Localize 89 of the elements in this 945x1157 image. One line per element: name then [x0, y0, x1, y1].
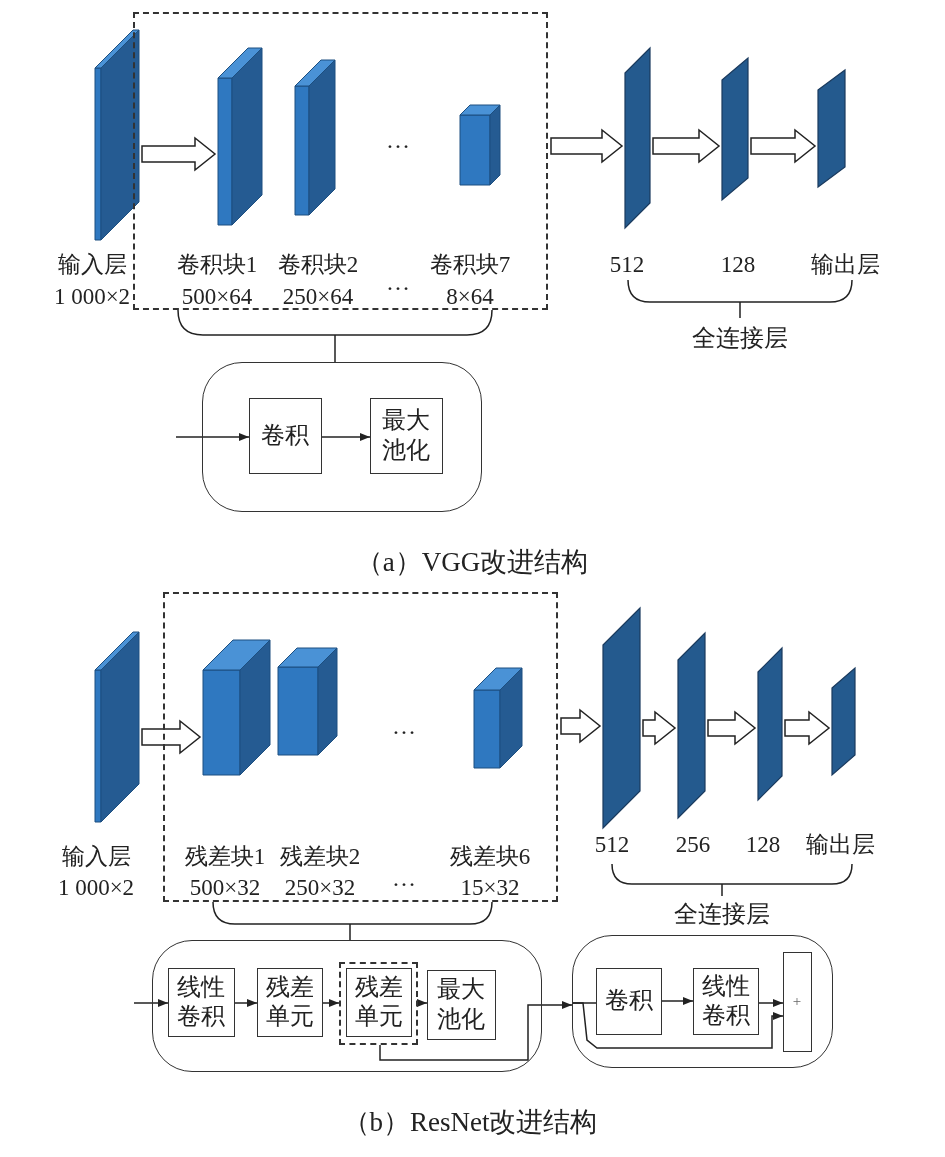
process-box — [595, 967, 662, 1035]
layer-label: 250×64 — [282, 283, 354, 311]
figure-caption: （b）ResNet改进结构 — [342, 1105, 598, 1139]
dense-layer-slab — [832, 668, 855, 775]
sum-box — [782, 951, 812, 1052]
dense-layer-slab — [818, 70, 845, 187]
layer-label: 15×32 — [460, 874, 520, 902]
feature-map-block — [95, 30, 139, 240]
ellipsis: … — [386, 125, 410, 155]
feature-map-block — [218, 48, 262, 225]
hollow-arrow — [141, 136, 217, 172]
dense-layer-slab — [678, 633, 705, 818]
arrow — [133, 999, 169, 1007]
group-label: 全连接层 — [692, 323, 788, 353]
process-box — [692, 967, 759, 1035]
dense-layer-slab — [758, 648, 782, 800]
arrow — [322, 999, 340, 1007]
layer-label: 卷积块1 — [176, 251, 258, 279]
ellipsis: … — [392, 863, 416, 893]
process-box — [167, 967, 235, 1037]
plus-sign: + — [792, 992, 802, 1011]
layer-label: 1 000×2 — [57, 874, 135, 902]
layer-label: 输出层 — [810, 251, 880, 279]
hollow-arrow — [652, 128, 721, 164]
box-label: 残差单元 — [264, 972, 315, 1031]
layer-label: 输入层 — [57, 251, 127, 279]
dashed-frame — [338, 961, 418, 1045]
arrow — [175, 433, 250, 441]
process-box — [426, 969, 496, 1040]
box-label: 线性卷积 — [176, 972, 226, 1031]
box-label: 最大池化 — [436, 975, 486, 1034]
hollow-arrow — [560, 708, 602, 744]
arrow — [417, 999, 428, 1007]
hollow-arrow — [642, 710, 677, 746]
module-panel — [152, 940, 542, 1072]
layer-label: 卷积块2 — [277, 251, 359, 279]
layer-label: 512 — [609, 251, 645, 279]
box-label: 残差单元 — [353, 972, 404, 1031]
hollow-arrow — [750, 128, 817, 164]
process-box — [345, 967, 412, 1037]
process-box — [248, 397, 322, 474]
feature-map-block — [95, 632, 139, 822]
feature-map-block — [295, 60, 335, 215]
arrow — [234, 999, 258, 1007]
layer-label: 残差块1 — [184, 843, 266, 871]
module-panel — [202, 362, 482, 512]
arrow — [321, 433, 371, 441]
feature-map-block — [460, 105, 500, 185]
dense-layer-slab — [722, 58, 748, 200]
layer-label: 残差块6 — [449, 843, 531, 871]
dashed-frame — [133, 12, 548, 310]
process-box — [369, 397, 443, 474]
process-box — [256, 967, 323, 1037]
arrow — [571, 1002, 784, 1049]
box-label: 最大池化 — [381, 406, 431, 465]
layer-label: 128 — [745, 831, 781, 859]
hollow-arrow — [141, 719, 202, 755]
layer-label: 残差块2 — [279, 843, 361, 871]
layer-label: 1 000×2 — [53, 283, 131, 311]
layer-label: 500×32 — [189, 874, 261, 902]
hollow-arrow — [550, 128, 624, 164]
layer-label: 250×32 — [284, 874, 356, 902]
box-label: 卷积 — [261, 420, 309, 450]
hollow-arrow — [707, 710, 757, 746]
dense-layer-slab — [603, 608, 640, 828]
group-label: 全连接层 — [674, 899, 770, 929]
ellipsis: … — [392, 711, 416, 741]
layer-label: 卷积块7 — [429, 251, 511, 279]
layer-label: 8×64 — [446, 283, 494, 311]
feature-map-block — [474, 668, 522, 768]
dense-layer-slab — [625, 48, 650, 228]
hollow-arrow — [784, 710, 831, 746]
layer-label: 500×64 — [181, 283, 253, 311]
layer-label: 512 — [594, 831, 630, 859]
layer-label: 输入层 — [61, 843, 131, 871]
figure-caption: （a）VGG改进结构 — [355, 545, 589, 579]
arrow — [661, 997, 694, 1005]
feature-map-block — [203, 640, 270, 775]
arrow — [758, 999, 784, 1007]
layer-label: 输出层 — [805, 831, 875, 859]
ellipsis: … — [386, 267, 410, 297]
layer-label: 256 — [675, 831, 711, 859]
dashed-frame — [163, 592, 558, 902]
module-panel — [572, 935, 833, 1068]
layer-label: 128 — [720, 251, 756, 279]
box-label: 线性卷积 — [700, 971, 751, 1030]
box-label: 卷积 — [604, 986, 653, 1016]
feature-map-block — [278, 648, 337, 755]
arrow — [379, 1001, 573, 1061]
